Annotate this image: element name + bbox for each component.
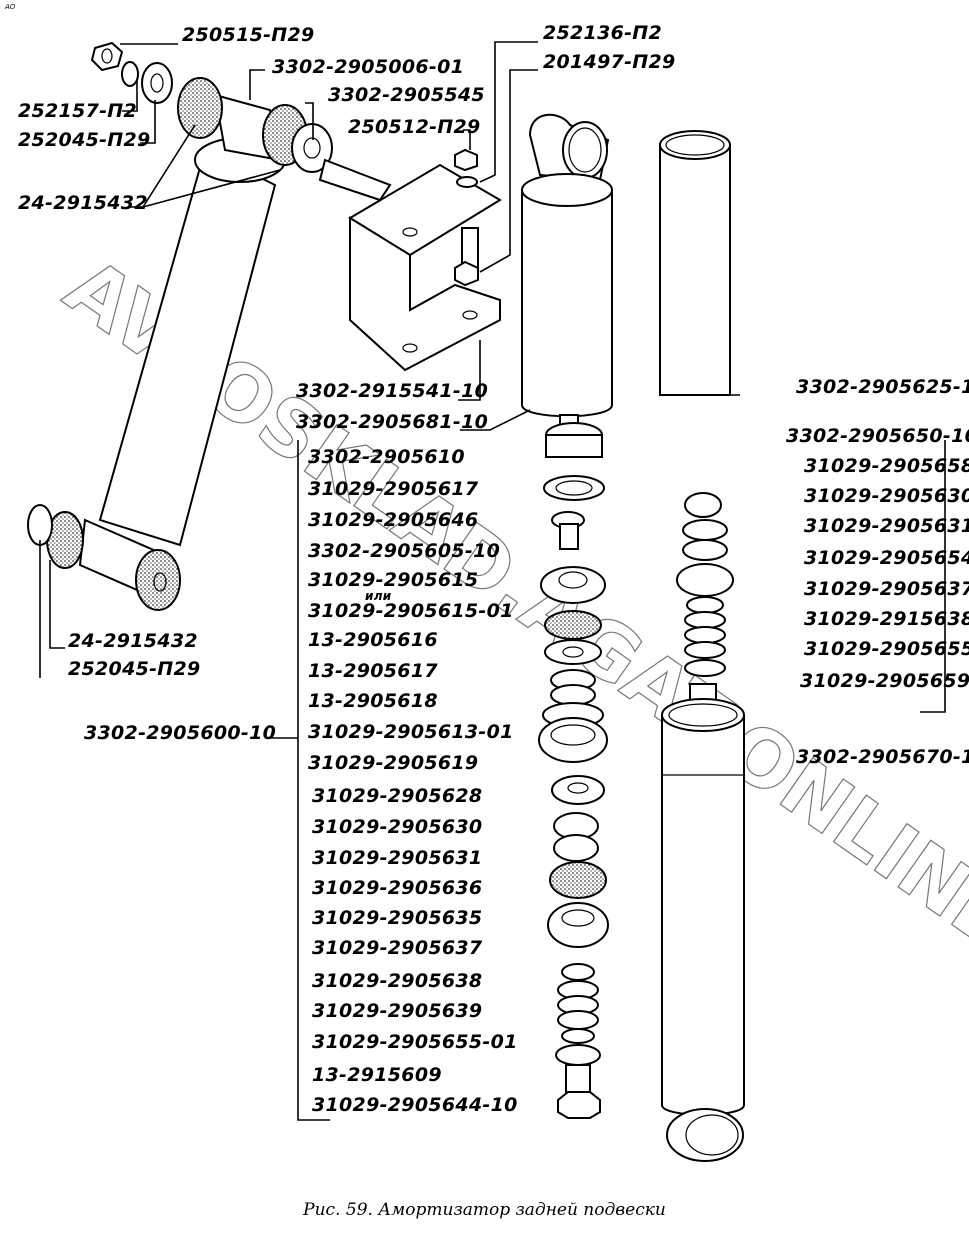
label-bushing-bottom: 24-2915432	[68, 630, 198, 652]
label-right-5: 31029-2915638	[804, 608, 969, 630]
label-center-6: 31029-2905615-01	[308, 600, 514, 622]
label-center-18: 31029-2905638	[312, 970, 483, 992]
label-center-5: 31029-2905615	[308, 569, 479, 591]
label-center-22: 31029-2905644-10	[312, 1094, 518, 1116]
label-right-4: 31029-2905637	[804, 578, 969, 600]
label-center-19: 31029-2905639	[312, 1000, 483, 1022]
leader-lines	[39, 41, 946, 1121]
label-bracket-bolt: 201497-П29	[543, 51, 676, 73]
label-washer-top: 252045-П29	[18, 129, 151, 151]
label-or: или	[365, 589, 392, 603]
label-pin: 3302-2905006-01	[272, 56, 465, 78]
label-center-17: 31029-2905637	[312, 937, 483, 959]
right-shock-parts	[659, 130, 745, 1162]
figure-caption: Рис. 59. Амортизатор задней подвески	[303, 1200, 666, 1220]
label-right-6: 31029-2905655	[804, 638, 969, 660]
label-center-9: 13-2905618	[308, 690, 438, 712]
label-right-0: 31029-2905658	[804, 455, 969, 477]
label-center-2: 31029-2905617	[308, 478, 479, 500]
label-center-1: 3302-2905610	[308, 446, 465, 468]
label-right-2: 31029-2905631	[804, 515, 969, 537]
label-right-3: 31029-2905654	[804, 547, 969, 569]
bracket	[348, 148, 502, 372]
label-bracket-nut: 250512-П29	[348, 116, 481, 138]
label-center-15: 31029-2905636	[312, 877, 483, 899]
label-center-3: 31029-2905646	[308, 509, 479, 531]
label-center-21: 13-2915609	[312, 1064, 442, 1086]
label-bushing-top: 24-2915432	[18, 192, 148, 214]
center-shock-parts	[521, 113, 613, 1119]
label-casing: 3302-2905625-10	[796, 376, 969, 398]
label-center-11: 31029-2905619	[308, 752, 479, 774]
left-shock-absorber	[27, 41, 392, 611]
label-center-7: 13-2905616	[308, 629, 438, 651]
label-center-16: 31029-2905635	[312, 907, 483, 929]
label-center-10: 31029-2905613-01	[308, 721, 514, 743]
label-right-7: 31029-2905659	[800, 670, 969, 692]
label-center-20: 31029-2905655-01	[312, 1031, 518, 1053]
corner-mark: АО	[5, 3, 16, 11]
label-nut-top: 250515-П29	[182, 24, 315, 46]
label-center-12: 31029-2905628	[312, 785, 483, 807]
label-bracket-spring-washer: 252136-П2	[543, 22, 663, 44]
label-center-13: 31029-2905630	[312, 816, 483, 838]
label-bushing-pin: 3302-2905545	[328, 84, 485, 106]
label-spring-washer-top: 252157-П2	[18, 100, 138, 122]
label-cylinder: 3302-2905670-10	[796, 746, 969, 768]
label-center-14: 31029-2905631	[312, 847, 483, 869]
label-washer-bottom: 252045-П29	[68, 658, 201, 680]
label-center-8: 13-2905617	[308, 660, 438, 682]
label-center-4: 3302-2905605-10	[308, 540, 501, 562]
label-right-1: 31029-2905630	[804, 485, 969, 507]
label-bracket: 3302-2915541-10	[296, 380, 489, 402]
label-valve-assembly: 3302-2905650-10	[786, 425, 969, 447]
label-center-0: 3302-2905681-10	[296, 411, 489, 433]
label-shock-assembly: 3302-2905600-10	[84, 722, 277, 744]
